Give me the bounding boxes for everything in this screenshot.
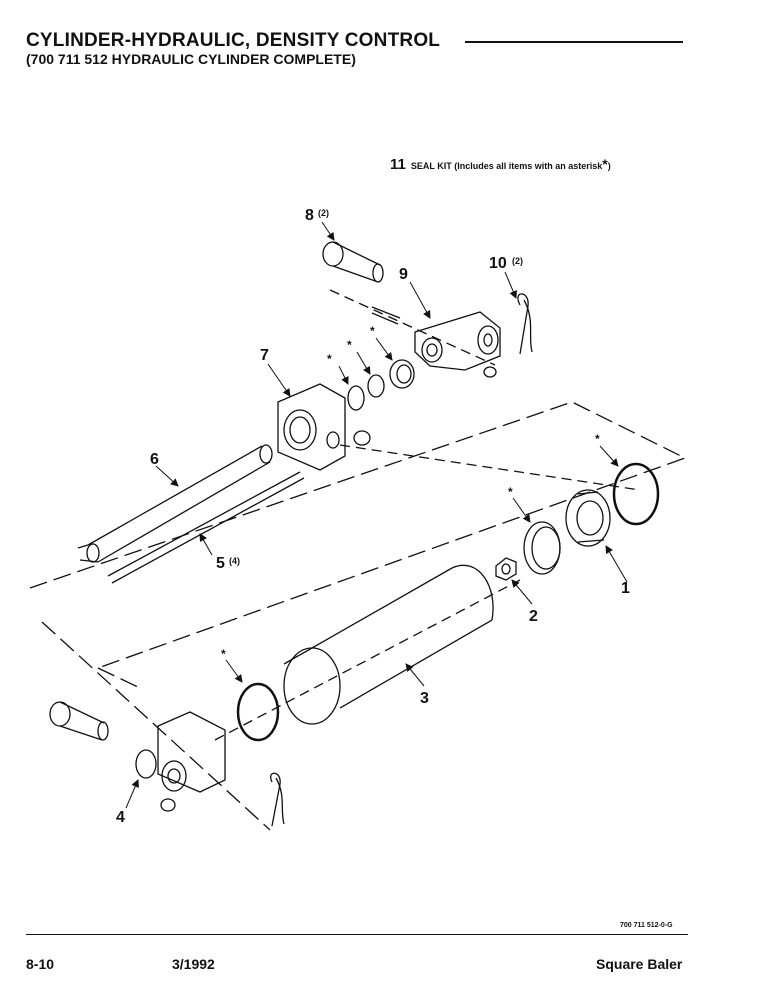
leader-6 (155, 465, 179, 487)
seal-kit-asterisk: * (602, 156, 608, 172)
leader-5 (199, 533, 213, 556)
leader-star-e (599, 445, 619, 467)
wiper-seal (389, 359, 415, 389)
callout-5: 5 (216, 555, 225, 572)
asterisk-d: * (508, 485, 513, 499)
piston-seal (523, 521, 561, 575)
callout-3: 3 (420, 690, 429, 707)
clevis-upper (371, 306, 501, 378)
leader-10 (504, 271, 517, 299)
o-ring-large-lower (236, 682, 280, 742)
page-number: 8-10 (26, 956, 55, 972)
asterisk-a: * (327, 352, 332, 366)
pin-upper (322, 241, 384, 283)
callout-8: 8 (305, 207, 314, 224)
o-ring-small-2 (367, 374, 385, 398)
leader-star-f (225, 659, 243, 683)
seal-kit-number: 11 (390, 156, 406, 173)
base-end-cap (135, 711, 226, 812)
pin-lower (49, 701, 109, 741)
leader-1 (605, 545, 628, 583)
o-ring-small-1 (347, 385, 365, 411)
seal-kit-note: 11 SEAL KIT (Includes all items with an a… (390, 156, 611, 173)
assembly-plane-upper (29, 401, 687, 669)
o-ring-large-upper (612, 462, 660, 526)
assembly-plane-lower (41, 621, 271, 831)
leader-9 (409, 281, 431, 319)
callout-1: 1 (621, 580, 630, 597)
seal-kit-text: SEAL KIT (Includes all items with an ast… (410, 161, 603, 171)
seal-kit-close: ) (607, 161, 611, 171)
hair-pin-upper (517, 293, 533, 355)
leader-8 (321, 221, 335, 241)
callout-9: 9 (399, 266, 408, 283)
leader-star-b (356, 351, 371, 375)
page-title: CYLINDER-HYDRAULIC, DENSITY CONTROL (26, 30, 441, 51)
leader-7 (267, 363, 291, 397)
leader-2 (511, 579, 533, 605)
hair-pin-lower (270, 772, 285, 827)
piston-nut (495, 557, 517, 581)
callout-4: 4 (116, 809, 125, 826)
callout-5-qty: (4) (229, 556, 240, 566)
leader-star-a (338, 365, 349, 385)
rod-end-cap (277, 383, 371, 471)
leader-star-c (375, 337, 393, 361)
cylinder-barrel (283, 564, 494, 725)
asterisk-f: * (221, 647, 226, 661)
title-rule (465, 41, 683, 43)
callout-2: 2 (529, 608, 538, 625)
callout-8-qty: (2) (318, 208, 329, 218)
axis-middle (339, 444, 641, 491)
page-subtitle: (700 711 512 HYDRAULIC CYLINDER COMPLETE… (26, 51, 356, 67)
asterisk-e: * (595, 432, 600, 446)
publication-date: 3/1992 (172, 956, 215, 972)
asterisk-b: * (347, 338, 352, 352)
tie-rod (107, 471, 305, 584)
callout-10: 10 (489, 255, 507, 272)
axis-lower (214, 579, 521, 741)
piston (565, 489, 611, 547)
asterisk-c: * (370, 324, 375, 338)
product-name: Square Baler (596, 956, 683, 972)
drawing-number: 700 711 512-0-G (620, 922, 673, 929)
leader-star-d (512, 497, 531, 523)
axis-upper (329, 289, 496, 366)
piston-rod (77, 444, 273, 563)
callout-6: 6 (150, 451, 159, 468)
leader-4 (125, 779, 139, 809)
callout-10-qty: (2) (512, 256, 523, 266)
footer-rule (26, 934, 688, 935)
leader-3 (405, 663, 425, 687)
callout-7: 7 (260, 347, 269, 364)
